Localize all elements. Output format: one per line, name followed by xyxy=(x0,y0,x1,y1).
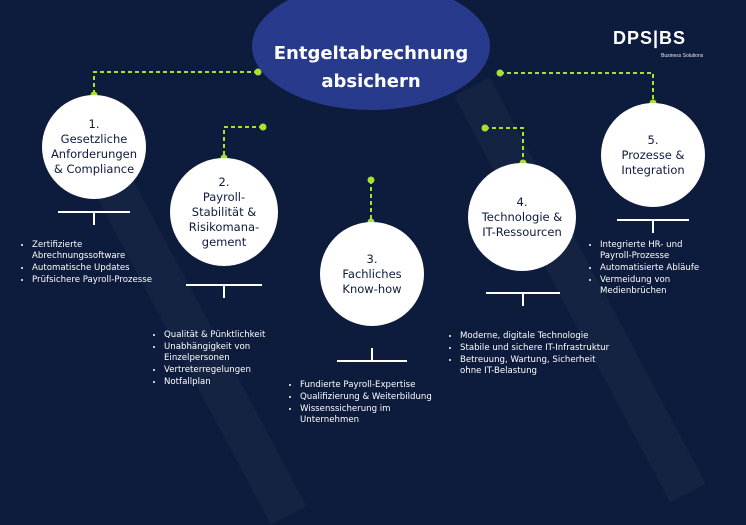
pillar-bullets-2: Qualität & Pünktlichkeit Unabhängigkeit … xyxy=(152,330,324,389)
pillar-divider-tick xyxy=(652,221,654,233)
pillar-bullets-4: Moderne, digitale Technologie Stabile un… xyxy=(448,331,660,378)
bullet-item: Stabile und sichere IT-Infrastruktur xyxy=(460,343,660,354)
bullet-item: Prüfsichere Payroll-Prozesse xyxy=(32,275,192,286)
bullet-item: Zertifizierte Abrechnungssoftware xyxy=(32,240,192,262)
bullet-item: Notfallplan xyxy=(164,377,324,388)
center-circle xyxy=(252,0,490,110)
pillar-divider xyxy=(58,211,130,213)
bullet-item: Moderne, digitale Technologie xyxy=(460,331,660,342)
bullet-item: Unabhängigkeit von Einzelpersonen xyxy=(164,342,324,364)
pillar-bullets-3: Fundierte Payroll-Expertise Qualifizieru… xyxy=(288,380,470,427)
bullet-item: Qualität & Pünktlichkeit xyxy=(164,330,324,341)
pillar-node-2: 2. Payroll- Stabilität & Risikomana- gem… xyxy=(170,158,278,266)
bullet-item: Vermeidung von Medienbrüchen xyxy=(600,275,746,297)
connector-2 xyxy=(223,126,263,158)
pillar-node-1: 1. Gesetzliche Anforderungen & Complianc… xyxy=(42,95,146,199)
bullet-item: Wissenssicherung im Unternehmen xyxy=(300,404,470,426)
pillar-node-4: 4. Technologie & IT-Ressourcen xyxy=(468,163,576,271)
bullet-item: Vertreterregelungen xyxy=(164,365,324,376)
pillar-node-3: 3. Fachliches Know-how xyxy=(320,222,424,326)
bullet-item: Betreuung, Wartung, Sicherheit ohne IT-B… xyxy=(460,355,660,377)
pillar-bullets-5: Integrierte HR- und Payroll-Prozesse Aut… xyxy=(588,240,746,298)
pillar-node-5: 5. Prozesse & Integration xyxy=(601,103,705,207)
center-title: Entgeltabrechnung absichern xyxy=(273,43,469,92)
connector-dot xyxy=(367,176,375,184)
connector-dot xyxy=(254,68,262,76)
pillar-divider-tick xyxy=(223,286,225,298)
bullet-item: Fundierte Payroll-Expertise xyxy=(300,380,470,391)
pillar-divider xyxy=(486,292,560,294)
connector-5 xyxy=(500,72,654,103)
diagram-canvas: Entgeltabrechnung absichern DPS|BS Busin… xyxy=(0,0,746,445)
company-logo: DPS|BS Business Solutions xyxy=(613,28,703,59)
pillar-divider xyxy=(337,360,407,362)
logo-text: DPS|BS xyxy=(613,28,687,48)
pillar-divider-tick xyxy=(93,213,95,225)
connector-dot xyxy=(496,69,504,77)
connector-dot xyxy=(259,123,267,131)
pillar-divider-tick xyxy=(371,348,373,360)
pillar-divider xyxy=(186,284,262,286)
bullet-item: Integrierte HR- und Payroll-Prozesse xyxy=(600,240,746,262)
pillar-bullets-1: Zertifizierte Abrechnungssoftware Automa… xyxy=(20,240,192,287)
pillar-divider xyxy=(617,219,689,221)
bullet-item: Automatisierte Abläufe xyxy=(600,263,746,274)
connector-4 xyxy=(485,127,524,163)
bullet-item: Automatische Updates xyxy=(32,263,192,274)
bullet-item: Qualifizierung & Weiterbildung xyxy=(300,392,470,403)
connector-dot xyxy=(481,124,489,132)
connector-1 xyxy=(93,71,258,95)
pillar-divider-tick xyxy=(522,294,524,306)
connector-lines xyxy=(90,68,657,226)
logo-subtitle: Business Solutions xyxy=(661,53,704,59)
